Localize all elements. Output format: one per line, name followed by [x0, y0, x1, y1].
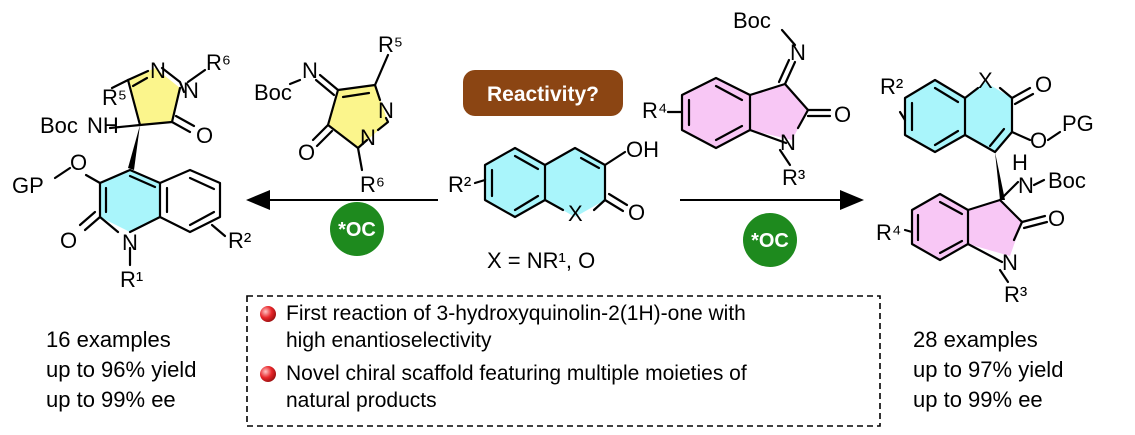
bullet-icon — [260, 366, 276, 382]
product-right-oxo-bottom: O — [1048, 206, 1065, 231]
reagent-left-r5: R⁵ — [378, 32, 403, 57]
reagent-left-imine-n: N — [302, 58, 318, 83]
reagent-right-r3: R³ — [782, 165, 805, 190]
right-product-oxindole-pyrrole — [968, 200, 1022, 256]
product-right-nh: H — [1012, 150, 1028, 175]
center-substrate: R² OH O X X = NR¹, O — [448, 137, 659, 273]
product-left-n2: N — [183, 78, 199, 103]
product-right-pg: PG — [1062, 111, 1094, 136]
reagent-right-imine-n: N — [790, 40, 806, 65]
left-stats: 16 examples up to 96% yield up to 99% ee — [46, 327, 196, 412]
reagent-left-boc: Boc — [254, 80, 292, 105]
product-left-oxo-bottom: O — [60, 228, 77, 253]
product-right-r3: R³ — [1004, 282, 1027, 307]
product-right-boc: Boc — [1048, 168, 1086, 193]
isatin-benzene-ring — [682, 78, 750, 148]
product-right-n-boc: N — [1018, 173, 1034, 198]
product-left-o-ether: O — [70, 150, 87, 175]
right-product-oxindole-benzene — [912, 194, 968, 260]
reagent-right-oxo: O — [834, 102, 851, 127]
reagent-left-n1: N — [378, 98, 394, 123]
product-left-r2: R² — [228, 228, 251, 253]
product-right-r4: R⁴ — [876, 220, 901, 245]
highlight-1-line1: First reaction of 3-hydroxyquinolin-2(1H… — [286, 302, 746, 325]
highlight-2-line2: natural products — [286, 389, 437, 412]
highlight-2-line1: Novel chiral scaffold featuring multiple… — [286, 362, 747, 385]
reagent-right-boc: Boc — [733, 8, 771, 33]
product-left-oxo-top: O — [196, 123, 213, 148]
product-right-x: X — [978, 68, 993, 93]
substrate-oxo: O — [628, 200, 645, 225]
reactivity-label: Reactivity? — [487, 83, 599, 106]
left-stats-yield: up to 96% yield — [46, 357, 196, 382]
substrate-benzene-ring — [485, 148, 545, 217]
catalyst-left-badge: *OC — [330, 202, 384, 256]
substrate-hetero-ring — [545, 148, 605, 217]
substrate-ring-x: X — [568, 201, 583, 226]
reagent-right-r4: R⁴ — [642, 98, 667, 123]
right-stats-examples: 28 examples — [913, 327, 1038, 352]
left-product-quinolinone-ring — [100, 170, 160, 232]
highlights-box: First reaction of 3-hydroxyquinolin-2(1H… — [246, 295, 881, 427]
product-left-n1: N — [150, 58, 166, 83]
right-stats: 28 examples up to 97% yield up to 99% ee — [913, 327, 1063, 412]
product-left-nh: NH — [87, 113, 119, 138]
right-stats-yield: up to 97% yield — [913, 357, 1063, 382]
substrate-r2: R² — [448, 172, 471, 197]
left-reagent: Boc N R⁵ N N R⁶ O — [254, 32, 403, 197]
product-left-r1: R¹ — [120, 267, 143, 292]
right-product: R² X O O PG H N Boc R⁴ O N R³ — [876, 68, 1094, 307]
product-left-gp: GP — [12, 173, 44, 198]
product-left-n-ring: N — [122, 230, 138, 255]
right-reagent: Boc N R⁴ O N R³ — [642, 8, 851, 190]
pyrazolone-ring — [328, 85, 388, 148]
right-stats-ee: up to 99% ee — [913, 387, 1043, 412]
left-product: R⁵ N N R⁶ O Boc NH GP O O N R¹ R² — [12, 50, 251, 292]
substrate-hydroxyl: OH — [626, 137, 659, 162]
product-right-o-ether: O — [1030, 128, 1047, 153]
reagent-left-n2: N — [360, 125, 376, 150]
bullet-icon — [260, 306, 276, 322]
catalyst-right-label: *OC — [751, 230, 789, 252]
product-left-r5: R⁵ — [102, 85, 127, 110]
reactivity-badge: Reactivity? — [463, 70, 623, 116]
catalyst-left-label: *OC — [338, 219, 376, 241]
product-left-boc: Boc — [40, 113, 78, 138]
left-stats-ee: up to 99% ee — [46, 387, 176, 412]
reagent-right-n: N — [780, 130, 796, 155]
reagent-left-oxo: O — [298, 140, 315, 165]
product-right-r2: R² — [880, 74, 903, 99]
product-right-n-ring: N — [1002, 250, 1018, 275]
highlight-1-line2: high enantioselectivity — [286, 329, 492, 352]
left-stats-examples: 16 examples — [46, 327, 171, 352]
isatin-pyrrole-ring — [750, 84, 808, 140]
product-left-r6: R⁶ — [206, 50, 231, 75]
x-definition: X = NR¹, O — [487, 248, 595, 273]
reagent-left-r6: R⁶ — [360, 172, 385, 197]
catalyst-right-badge: *OC — [743, 213, 797, 267]
product-right-oxo-top: O — [1035, 72, 1052, 97]
